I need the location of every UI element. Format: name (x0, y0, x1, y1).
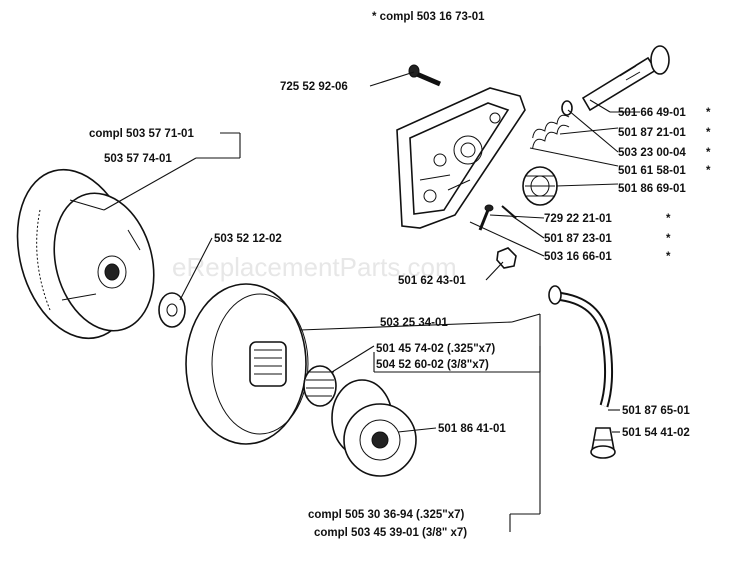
washer-part (158, 292, 186, 328)
oil-hose-part (548, 285, 614, 408)
label-washer-small: 503 23 00-04 (618, 147, 686, 159)
oil-pump-housing (396, 87, 526, 229)
label-bearing-38: 504 52 60-02 (3/8"x7) (376, 359, 489, 371)
label-seal: 501 61 58-01 (618, 165, 686, 177)
label-bearing-325: 501 45 74-02 (.325"x7) (376, 343, 495, 355)
label-compl-drum-38: compl 503 45 39-01 (3/8" x7) (314, 527, 467, 539)
clutch-part (16, 168, 155, 340)
asterisk-adjust-screw: * (666, 233, 671, 245)
asterisk-seal: * (706, 165, 711, 177)
asterisk-washer-small: * (706, 147, 711, 159)
washer-small-part (561, 100, 573, 116)
needle-bearing-part (303, 365, 337, 407)
clutch-drum-part (185, 283, 309, 445)
label-adjust-screw: 501 87 23-01 (544, 233, 612, 245)
label-filter: 501 54 41-02 (622, 427, 690, 439)
label-spring: 501 87 21-01 (618, 127, 686, 139)
label-screw: 725 52 92-06 (280, 81, 348, 93)
label-washer: 503 52 12-02 (214, 233, 282, 245)
spring-part (532, 114, 570, 149)
screw-small-part (478, 204, 494, 231)
pump-shaft-part (581, 45, 670, 112)
label-hose: 501 87 65-01 (622, 405, 690, 417)
asterisk-spring: * (706, 127, 711, 139)
label-plug: 503 16 66-01 (544, 251, 612, 263)
asterisk-plug: * (666, 251, 671, 263)
leader-lines (103, 71, 640, 532)
label-compl-clutch: compl 503 57 71-01 (89, 128, 194, 140)
label-compl-drum-325: compl 505 30 36-94 (.325"x7) (308, 509, 464, 521)
asterisk-pump-shaft: * (706, 107, 711, 119)
label-worm-gear: 501 86 69-01 (618, 183, 686, 195)
asterisk-screw-small: * (666, 213, 671, 225)
worm-gear-part (522, 166, 558, 206)
label-rim: 501 86 41-01 (438, 423, 506, 435)
label-pump-shaft: 501 66 49-01 (618, 107, 686, 119)
label-screw-small: 729 22 21-01 (544, 213, 612, 225)
label-header-kit: * compl 503 16 73-01 (372, 11, 485, 23)
watermark: eReplacementParts.com (172, 252, 457, 282)
label-drum: 503 25 34-01 (380, 317, 448, 329)
screw-part (408, 64, 441, 87)
label-nut: 501 62 43-01 (398, 275, 466, 287)
oil-filter-part (590, 427, 616, 459)
label-clutch: 503 57 74-01 (104, 153, 172, 165)
rim-sprocket-part (331, 379, 417, 477)
